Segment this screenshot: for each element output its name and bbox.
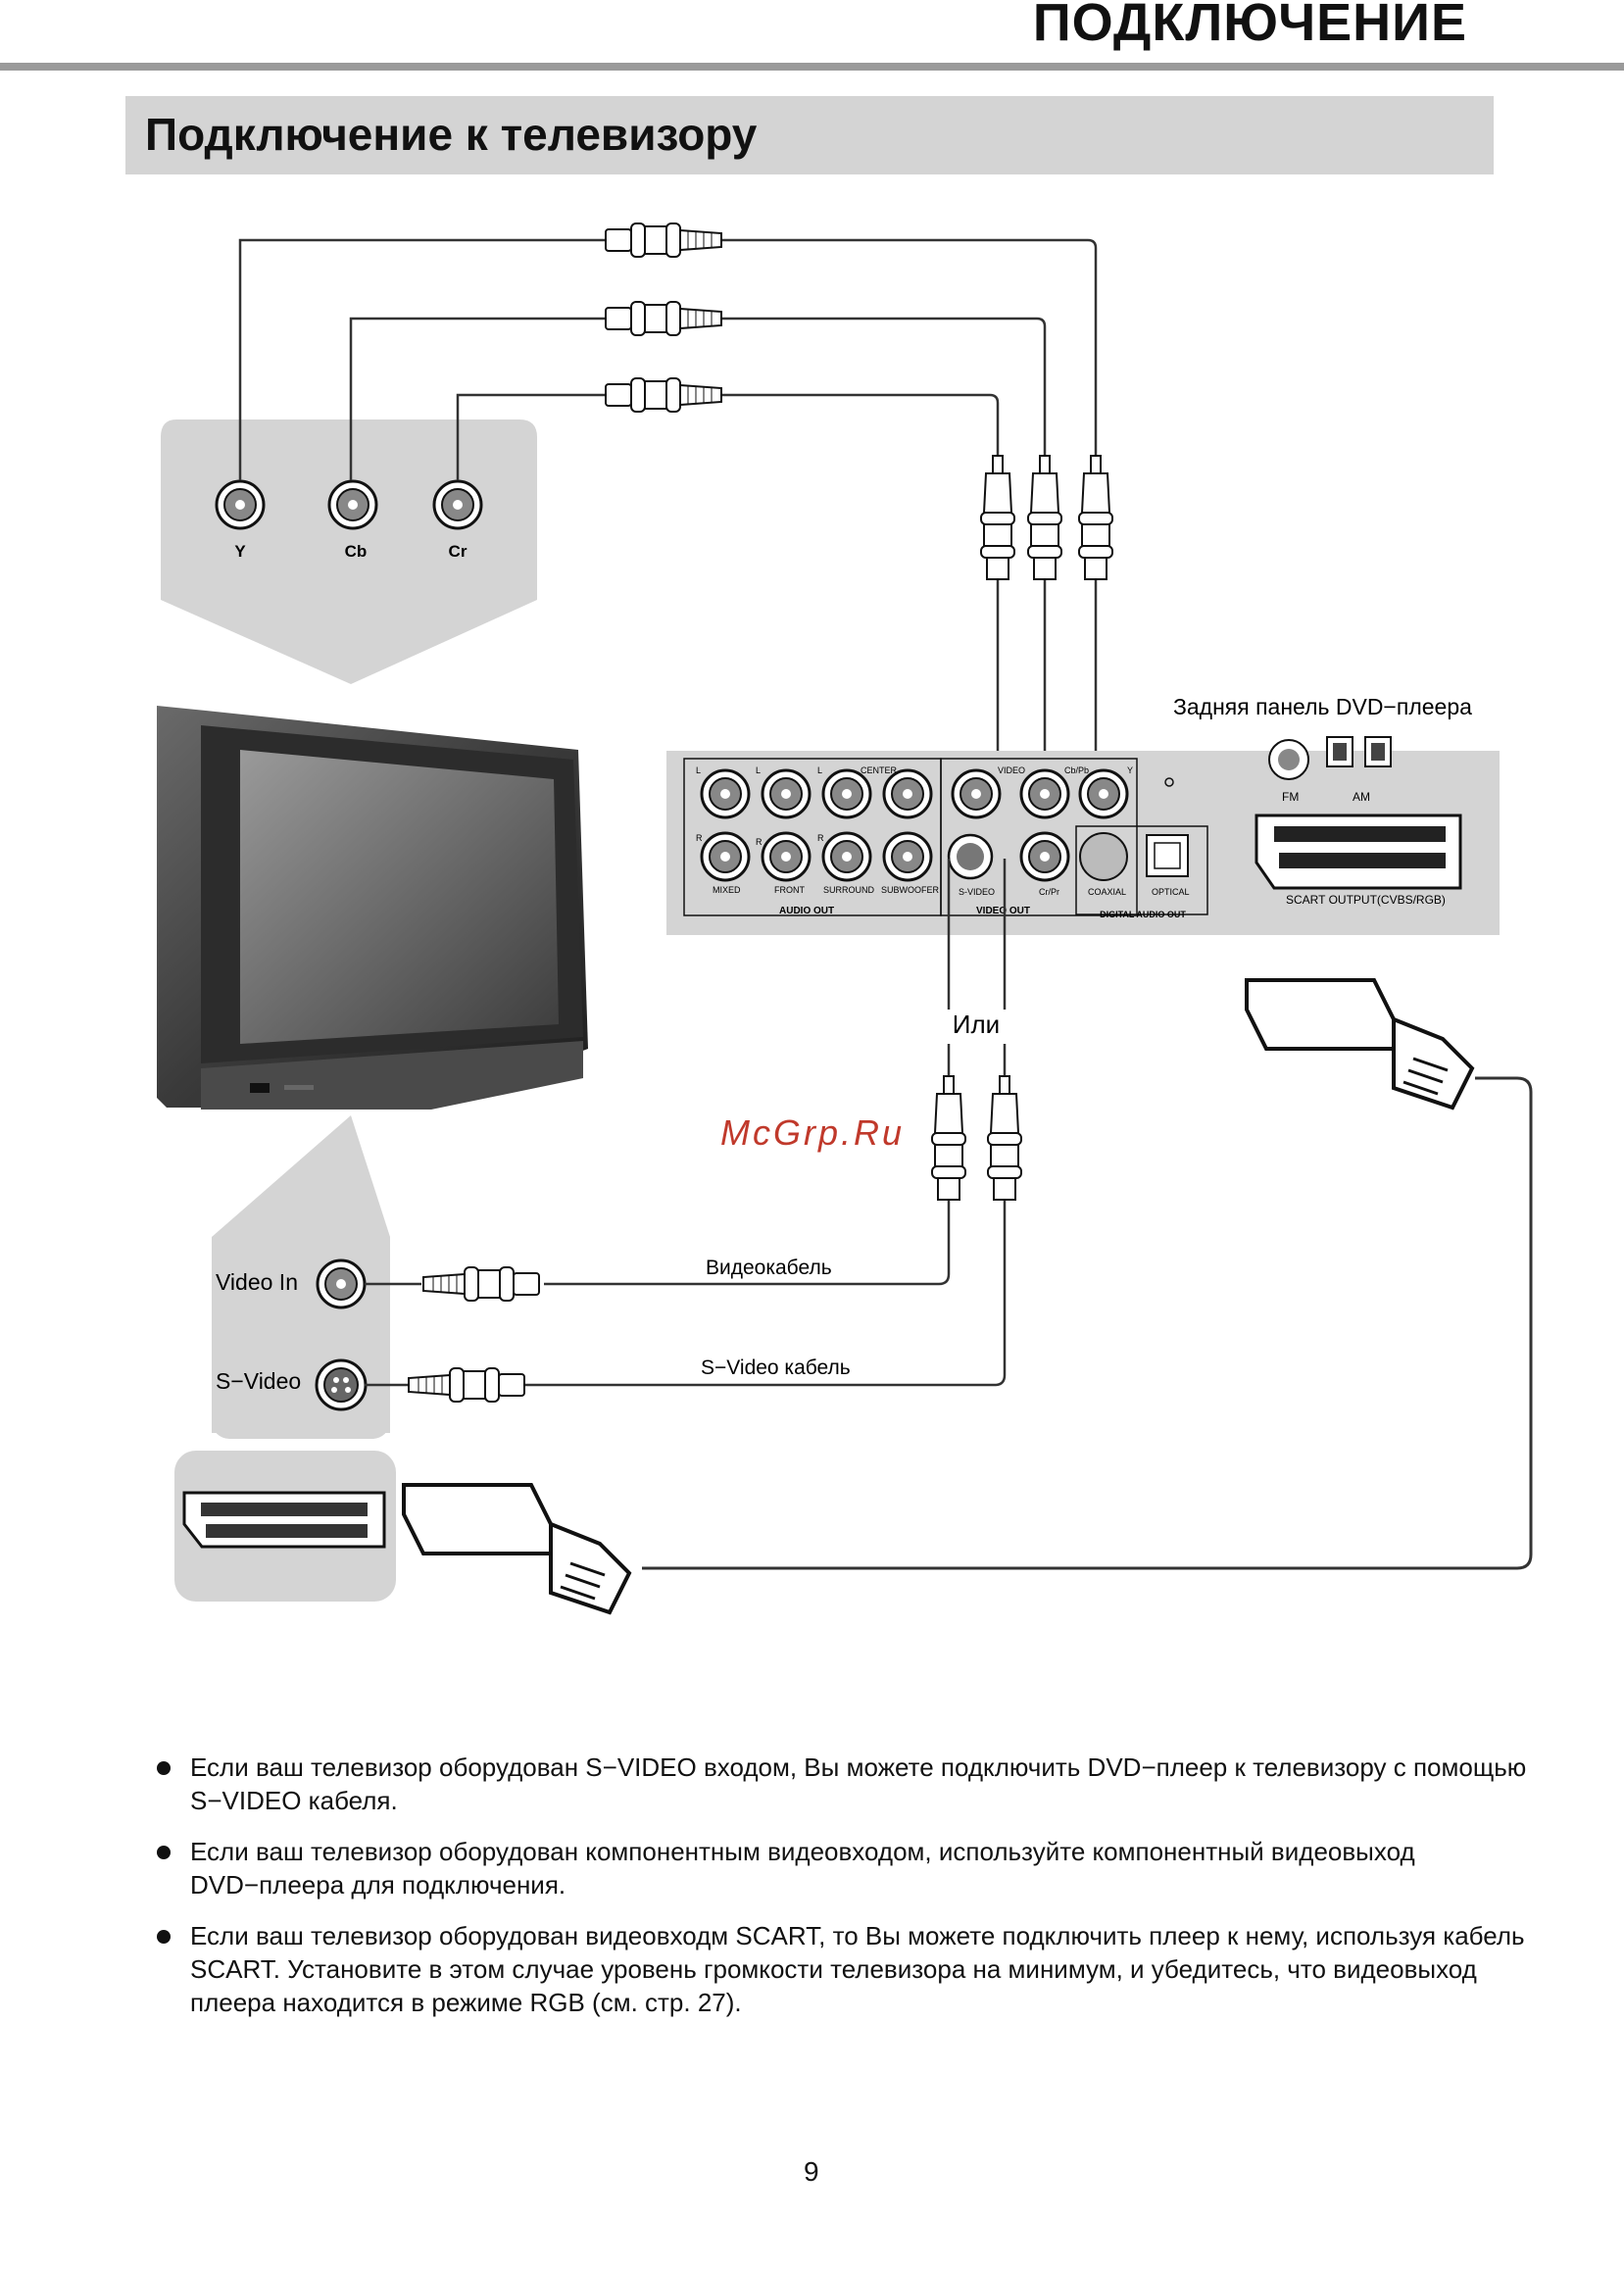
- svideo-in-label: S−Video: [216, 1368, 301, 1394]
- panel-r-2: R: [756, 837, 763, 847]
- panel-video: VIDEO: [998, 765, 1025, 775]
- panel-fm: FM: [1282, 790, 1299, 804]
- video-plug-player-icon: [931, 1075, 966, 1201]
- rca-plug-y-icon: [605, 222, 722, 258]
- video-plug-tv-icon: [422, 1266, 540, 1302]
- header-rule: [0, 63, 1624, 71]
- panel-digital-audio-out: DIGITAL AUDIO OUT: [1100, 910, 1186, 919]
- watermark-text: McGrp.Ru: [720, 1112, 905, 1153]
- instruction-list: Если ваш телевизор оборудован S−VIDEO вх…: [157, 1751, 1529, 2037]
- panel-y: Y: [1127, 765, 1133, 775]
- cb-label: Cb: [345, 542, 368, 561]
- video-cable-label: Видеокабель: [706, 1257, 832, 1279]
- scart-plug-player-icon: [1245, 978, 1474, 1110]
- section-title: Подключение к телевизору: [145, 109, 758, 160]
- panel-crpr: Cr/Pr: [1039, 887, 1059, 897]
- svideo-plug-player-icon: [987, 1075, 1022, 1201]
- panel-scart-output: SCART OUTPUT(CVBS/RGB): [1286, 893, 1446, 907]
- scart-plug-tv-icon: [402, 1483, 631, 1614]
- instruction-item: Если ваш телевизор оборудован S−VIDEO вх…: [157, 1751, 1529, 1817]
- component-input-panel: Y Cb Cr: [161, 419, 537, 684]
- rca-plug-y-player-icon: [1078, 455, 1113, 580]
- panel-subwoofer: SUBWOOFER: [881, 885, 940, 895]
- y-jack-icon: [215, 479, 266, 530]
- component-cables: [238, 238, 1098, 784]
- svideo-cable-label: S−Video кабель: [701, 1357, 851, 1379]
- page-number: 9: [804, 2156, 819, 2187]
- header-title: ПОДКЛЮЧЕНИЕ: [1032, 0, 1467, 52]
- rca-plug-cr-icon: [605, 377, 722, 413]
- y-label: Y: [234, 542, 246, 561]
- video-in-jack-icon: [316, 1258, 367, 1309]
- tv-input-panel: Video In S−Video: [212, 1115, 390, 1439]
- dvd-back-panel: MIXED FRONT SURROUND SUBWOOFER CENTER L …: [666, 736, 1500, 935]
- svideo-plug-tv-icon: [408, 1367, 525, 1403]
- panel-l-3: L: [817, 765, 822, 775]
- section-bar: Подключение к телевизору: [125, 96, 1494, 174]
- tv-icon: [157, 706, 588, 1110]
- panel-r-1: R: [696, 833, 703, 843]
- player-caption: Задняя панель DVD−плеера: [1173, 694, 1472, 719]
- panel-l-1: L: [696, 765, 701, 775]
- instruction-item: Если ваш телевизор оборудован видеовходм…: [157, 1919, 1529, 2019]
- tv-scart-panel: [174, 1451, 396, 1602]
- cr-label: Cr: [449, 542, 468, 561]
- panel-am: AM: [1353, 790, 1370, 804]
- panel-center: CENTER: [861, 765, 898, 775]
- panel-video-out: VIDEO OUT: [976, 906, 1030, 916]
- panel-s-video: S-VIDEO: [959, 887, 995, 897]
- svideo-in-jack-icon: [315, 1358, 368, 1411]
- rca-plug-cb-player-icon: [1027, 455, 1062, 580]
- rca-plug-cr-player-icon: [980, 455, 1015, 580]
- rca-plug-cb-icon: [605, 301, 722, 336]
- panel-cbpb: Cb/Pb: [1064, 765, 1089, 775]
- instruction-item: Если ваш телевизор оборудован компонентн…: [157, 1835, 1529, 1901]
- panel-mixed: MIXED: [713, 885, 741, 895]
- panel-surround: SURROUND: [823, 885, 875, 895]
- panel-r-3: R: [817, 833, 824, 843]
- video-in-label: Video In: [216, 1269, 298, 1295]
- panel-l-2: L: [756, 765, 761, 775]
- cb-jack-icon: [327, 479, 378, 530]
- cr-jack-icon: [432, 479, 483, 530]
- or-label: Или: [953, 1010, 1000, 1039]
- panel-coaxial: COAXIAL: [1088, 887, 1126, 897]
- panel-audio-out: AUDIO OUT: [779, 906, 834, 916]
- panel-optical: OPTICAL: [1152, 887, 1190, 897]
- scart-cable: [402, 978, 1533, 1614]
- panel-front: FRONT: [774, 885, 805, 895]
